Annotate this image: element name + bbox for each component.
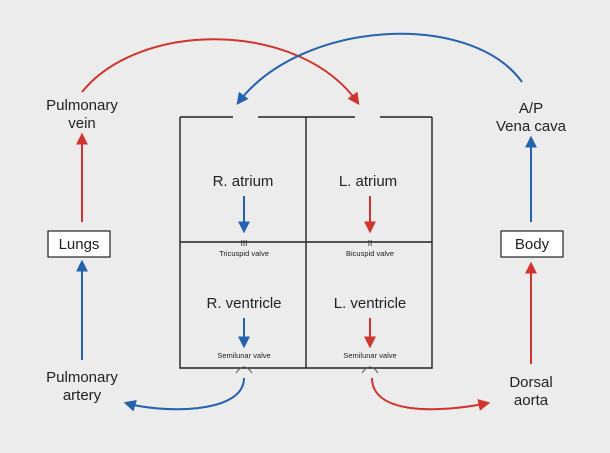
lungs-box: [47, 230, 111, 258]
vena-cava-label-line2: Vena cava: [496, 118, 567, 135]
heart-outline: [179, 116, 433, 369]
pulmonary-artery-label-line2: artery: [63, 387, 102, 404]
semilunar-valve-shape-right: [361, 366, 379, 374]
l-atrium-label: L. atrium: [339, 173, 397, 190]
vena-cava-label-line1: A/P: [519, 100, 543, 117]
dorsal-aorta-label-line2: aorta: [514, 392, 549, 409]
semilunar-valve-label-right: Semilunar valve: [343, 351, 396, 360]
semilunar-valve-shape-left: [235, 366, 253, 374]
l-ventricle-label: L. ventricle: [334, 295, 407, 312]
arc-pulmonary-vein-to-l-atrium: [81, 38, 360, 105]
pulmonary-artery-label-line1: Pulmonary: [46, 369, 118, 386]
r-atrium-label: R. atrium: [213, 173, 274, 190]
body-box: [500, 230, 564, 258]
dorsal-aorta-label-line1: Dorsal: [509, 374, 552, 391]
r-ventricle-label: R. ventricle: [206, 295, 281, 312]
lungs-label: Lungs: [59, 236, 100, 253]
bicuspid-valve-marks: II: [368, 239, 372, 248]
arc-vena-cava-to-r-atrium: [236, 32, 523, 105]
tricuspid-valve-label: Tricuspid valve: [219, 249, 269, 258]
arc-r-ventricle-to-pulmonary-artery: [123, 377, 245, 412]
body-label: Body: [515, 236, 550, 253]
pulmonary-vein-label-line2: vein: [68, 115, 96, 132]
pulmonary-vein-label-line1: Pulmonary: [46, 97, 118, 114]
bicuspid-valve-label: Bicuspid valve: [346, 249, 394, 258]
arc-l-ventricle-to-dorsal-aorta: [371, 377, 491, 411]
semilunar-valve-label-left: Semilunar valve: [217, 351, 270, 360]
tricuspid-valve-marks: III: [241, 239, 248, 248]
